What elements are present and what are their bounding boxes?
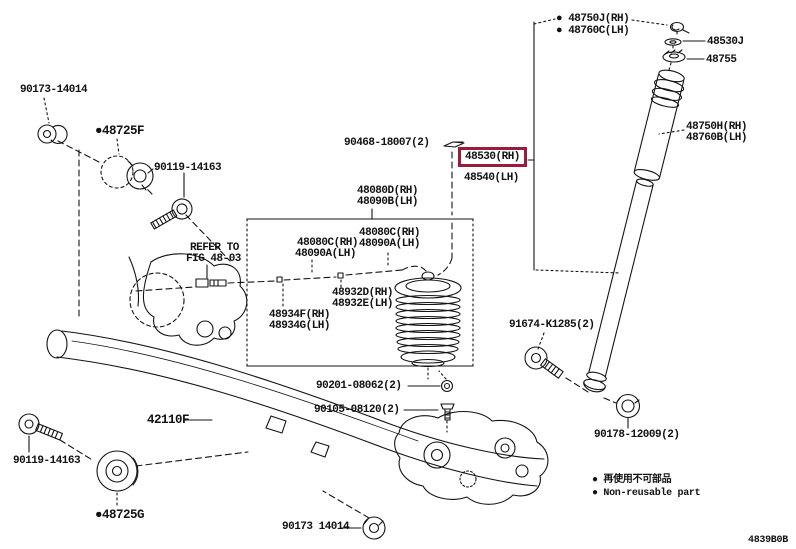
part-label-48540-lh[interactable]: 48540(LH) [464,172,519,184]
air-spring-48080-icon [394,271,462,368]
bolt-91674-icon [524,346,564,379]
highlighted-part-label-48530-rh[interactable]: 48530(RH) [458,147,527,168]
part-label-48090b-lh[interactable]: 48090B(LH) [357,196,419,208]
part-label-48725g[interactable]: ●48725G [95,508,145,522]
figure-code: 4839B0B [748,535,788,546]
part-label-48080c-rh-right[interactable]: 48080C(RH) [359,227,421,239]
legend-non-reusable-jp: ● 再使用不可部品 [592,475,672,486]
part-label-48934f-rh[interactable]: 48934F(RH) [269,309,331,321]
refer-note-line1: REFER TO [190,242,239,254]
part-label-48530j[interactable]: 48530J [707,36,744,48]
part-label-48090a-lh-right[interactable]: 48090A(LH) [359,238,421,250]
nut-90201-icon [440,379,454,393]
nut-90173-bottom-icon [362,516,386,540]
part-label-91674-k1285[interactable]: 91674-K1285(2) [509,319,595,331]
part-label-90173-14014-bottom[interactable]: 90173 14014 [282,521,350,533]
bolt-90119-bottom-icon [18,413,63,441]
hub-bearing-48725f-icon [100,155,154,191]
part-label-48080d-rh[interactable]: 48080D(RH) [357,185,419,197]
part-label-48760c-lh[interactable]: ● 48760C(LH) [556,25,630,37]
part-label-90468-18007[interactable]: 90468-18007(2) [344,137,430,149]
clip-48750j-icon [669,21,690,34]
refer-note-line2: FIG 48-03 [186,253,241,265]
nut-90178-icon [615,393,641,419]
nut-washer-90173-top-icon [37,124,68,144]
axle-beam-42110f-icon [46,329,545,487]
part-label-90105-08120[interactable]: 90105-08120(2) [314,404,400,416]
part-label-48932d-rh[interactable]: 48932D(RH) [332,287,394,299]
part-label-90178-12009[interactable]: 90178-12009(2) [594,429,680,441]
part-label-48750h-rh[interactable]: 48750H(RH) [686,121,748,133]
part-label-90173-14014-top[interactable]: 90173-14014 [20,84,88,96]
legend-non-reusable-en: ● Non-reusable part [592,488,701,499]
support-48755-icon [662,49,686,63]
part-label-48725f[interactable]: ●48725F [95,124,145,138]
part-label-48090a-lh-left[interactable]: 48090A(LH) [295,248,357,260]
air-spring-box [246,218,474,367]
part-label-48080c-rh-left[interactable]: 48080C(RH) [297,237,359,249]
clip-90468-icon [443,141,465,148]
part-label-90119-14163-top[interactable]: 90119-14163 [154,162,222,174]
part-label-90201-08062[interactable]: 90201-08062(2) [316,380,402,392]
part-label-90119-14163-bottom[interactable]: 90119-14163 [13,455,81,467]
part-label-48750j-rh[interactable]: ● 48750J(RH) [556,13,630,25]
washer-48530j-icon [664,38,682,46]
refer-part-icon [195,278,227,288]
part-label-48932e-lh[interactable]: 48932E(LH) [332,298,394,310]
part-label-48760b-lh[interactable]: 48760B(LH) [686,132,748,144]
knuckle-bracket-icon [128,253,248,346]
shock-absorber-48750h-icon [583,69,685,393]
bolt-90119-top-icon [150,198,193,230]
part-label-48755[interactable]: 48755 [706,54,737,66]
part-label-42110f[interactable]: 42110F [147,413,190,427]
spindle-plate-icon [394,411,549,505]
part-label-48934g-lh[interactable]: 48934G(LH) [269,320,331,332]
bushing-48725g-icon [96,450,139,492]
